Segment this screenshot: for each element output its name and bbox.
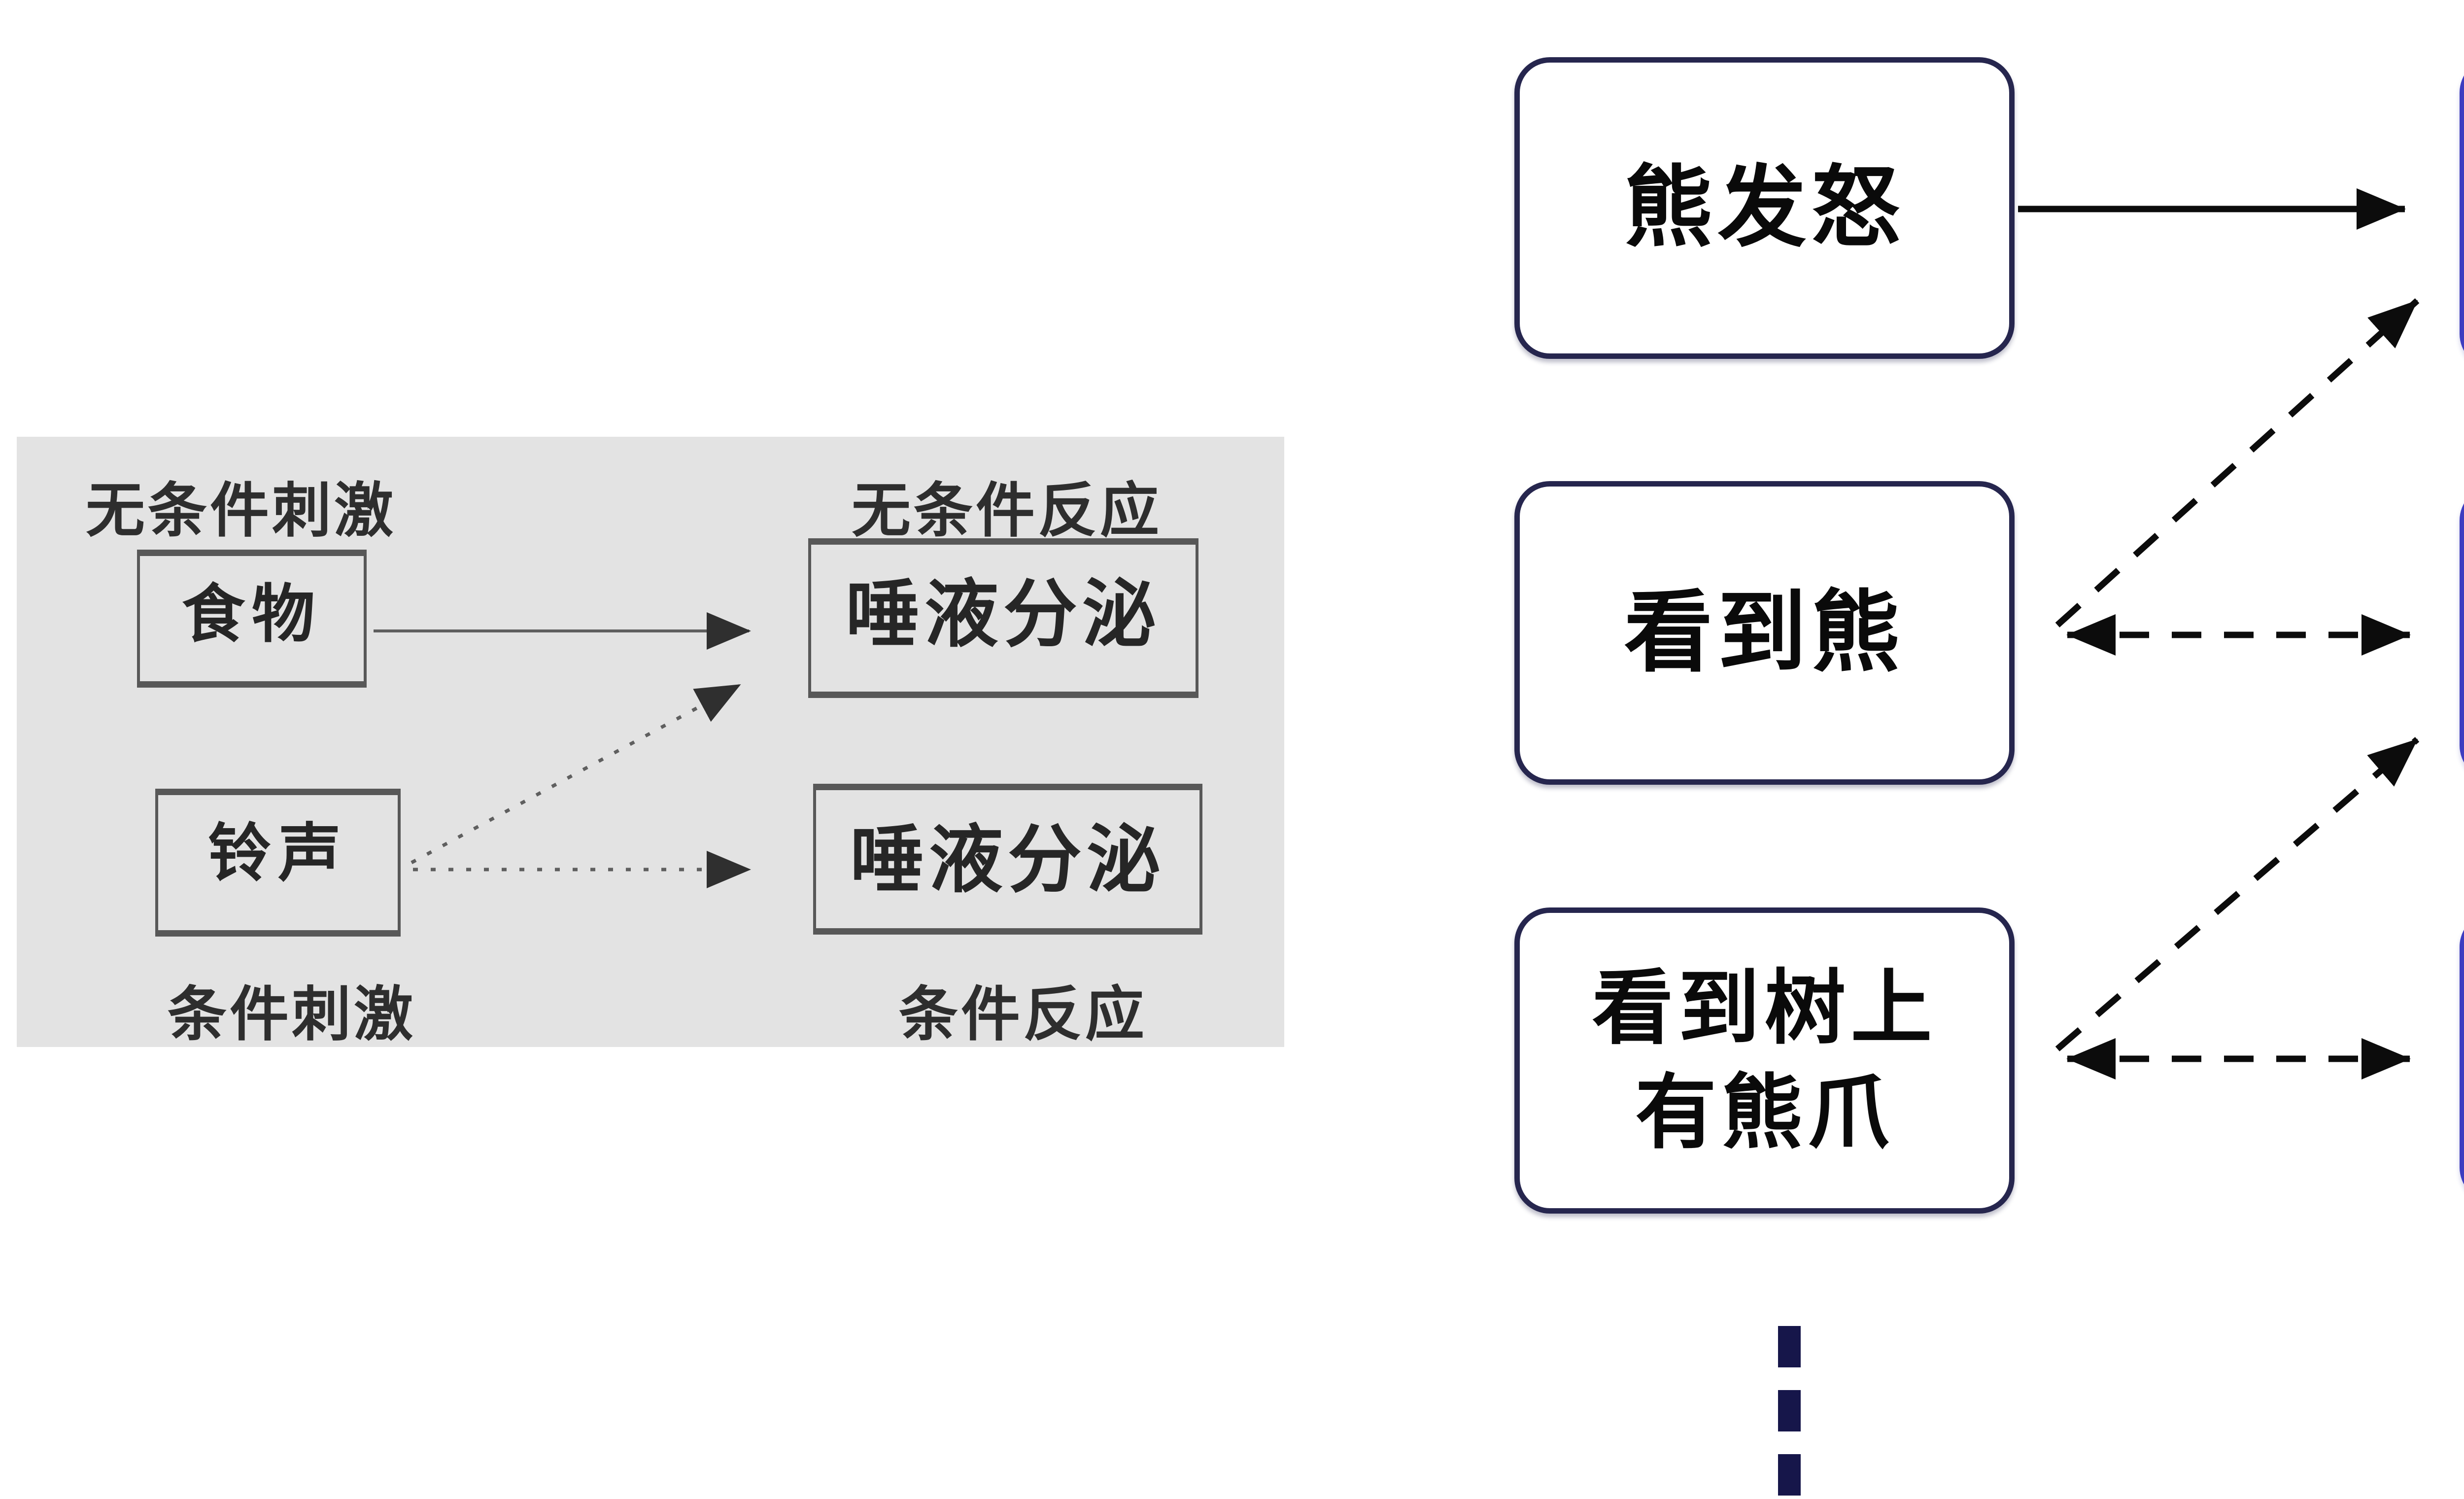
arrow-see-claws-to-value-next <box>2055 737 2420 1051</box>
box-see-bear-claws-line1: 看到树上 <box>1592 963 1937 1054</box>
ellipsis-dot <box>1778 1390 1801 1431</box>
ellipsis-dot <box>1778 1454 1801 1496</box>
ellipsis-states <box>1778 1326 1801 1496</box>
box-bell: 铃声 <box>155 789 401 937</box>
box-see-bear-claws: 看到树上 有熊爪 <box>1514 907 2015 1214</box>
box-see-bear-label: 看到熊 <box>1624 583 1905 682</box>
box-saliva-conditioned: 唾液分泌 <box>813 784 1202 935</box>
box-saliva-conditioned-label: 唾液分泌 <box>850 818 1165 901</box>
box-saliva-unconditioned-label: 唾液分泌 <box>845 573 1161 656</box>
ellipsis-dot <box>1778 1326 1801 1367</box>
box-bell-label: 铃声 <box>207 818 348 889</box>
box-food: 食物 <box>137 550 367 688</box>
label-unconditioned-response: 无条件反应 <box>852 478 1162 544</box>
box-saliva-unconditioned: 唾液分泌 <box>808 538 1198 698</box>
box-see-bear-claws-line2: 有熊爪 <box>1635 1067 1894 1158</box>
arrow-see-bear-to-reward <box>2055 298 2420 627</box>
box-bear-angry: 熊发怒 <box>1514 57 2015 359</box>
box-food-label: 食物 <box>181 579 322 650</box>
box-see-bear: 看到熊 <box>1514 481 2015 785</box>
label-unconditioned-stimulus: 无条件刺激 <box>86 478 396 544</box>
box-bear-angry-label: 熊发怒 <box>1624 158 1905 257</box>
arrow-bell-to-saliva-unconditioned <box>411 683 741 865</box>
label-conditioned-response: 条件反应 <box>899 981 1147 1047</box>
label-conditioned-stimulus: 条件刺激 <box>168 981 416 1047</box>
classical-conditioning-panel: 无条件刺激 无条件反应 食物 唾液分泌 铃声 唾液分泌 条件刺激 条件反应 <box>17 437 1284 1047</box>
